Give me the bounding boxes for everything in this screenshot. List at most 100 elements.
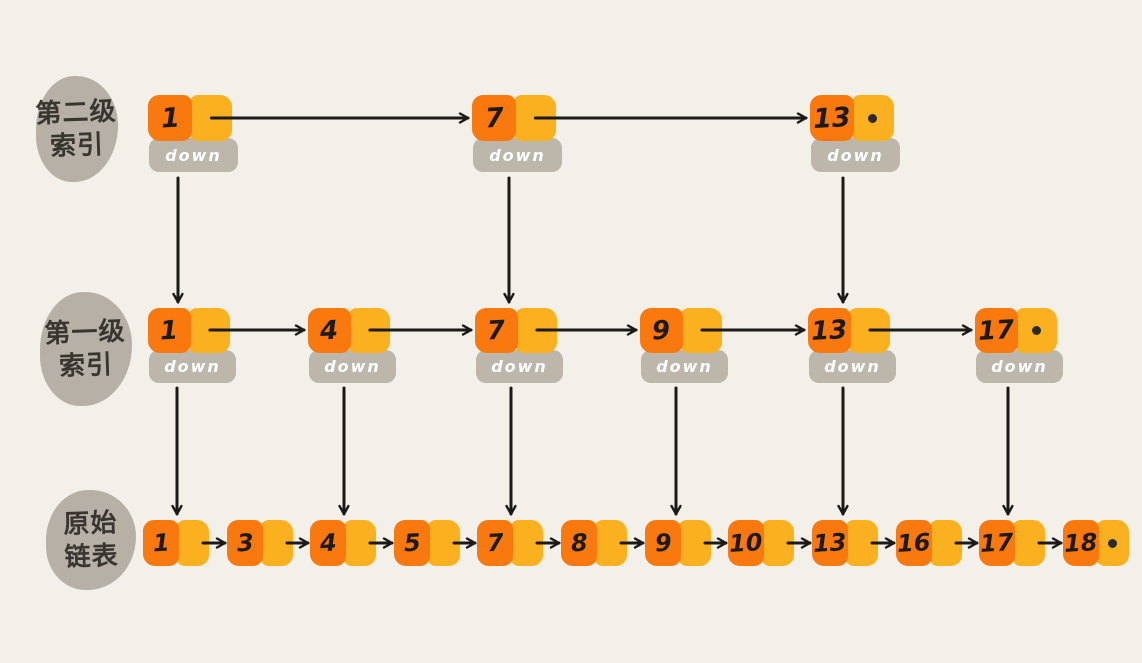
node-value-cell: 17 bbox=[975, 308, 1018, 353]
node-value: 7 bbox=[483, 102, 505, 134]
down-pointer-label: down bbox=[165, 145, 222, 165]
list-node: 8 bbox=[561, 520, 630, 566]
node-pointer-cell bbox=[510, 520, 543, 566]
node-value-cell: 16 bbox=[896, 520, 932, 566]
node-value-cell: 1 bbox=[148, 308, 191, 353]
node-pointer-cell bbox=[189, 95, 232, 141]
list-node: 4 bbox=[310, 520, 379, 566]
node-pointer-cell bbox=[513, 95, 556, 141]
node-pointer-cell bbox=[1096, 520, 1129, 566]
down-pointer-label: down bbox=[324, 357, 381, 376]
null-pointer-dot bbox=[1108, 538, 1117, 548]
node-value: 8 bbox=[569, 528, 589, 558]
down-pointer-box: down bbox=[309, 350, 396, 383]
list-node: 13 bbox=[812, 520, 881, 566]
node-value: 17 bbox=[977, 314, 1016, 347]
list-node: 18 bbox=[1063, 520, 1132, 566]
node-value: 7 bbox=[485, 528, 505, 558]
node-pointer-cell bbox=[427, 520, 460, 566]
node-value: 4 bbox=[318, 528, 338, 558]
down-pointer-label: down bbox=[827, 145, 884, 165]
node-value: 5 bbox=[402, 528, 422, 558]
node-value-cell: 10 bbox=[728, 520, 764, 566]
node-pointer-cell bbox=[343, 520, 376, 566]
node-value-cell: 4 bbox=[308, 308, 351, 353]
list-node: 13 bbox=[810, 95, 897, 141]
list-node: 1 bbox=[148, 308, 233, 353]
node-value-cell: 7 bbox=[477, 520, 513, 566]
list-node: 13 bbox=[808, 308, 893, 353]
list-node: 7 bbox=[472, 95, 559, 141]
row-label-text: 第一级 索引 bbox=[44, 316, 127, 381]
node-pointer-cell bbox=[348, 308, 390, 353]
node-value: 13 bbox=[812, 528, 848, 558]
node-value: 7 bbox=[486, 315, 507, 346]
node-pointer-cell bbox=[188, 308, 230, 353]
list-node: 7 bbox=[475, 308, 560, 353]
node-value-cell: 13 bbox=[810, 95, 854, 141]
list-node: 1 bbox=[148, 95, 235, 141]
node-value-cell: 9 bbox=[640, 308, 683, 353]
down-pointer-box: down bbox=[473, 138, 562, 172]
node-pointer-cell bbox=[678, 520, 711, 566]
node-value: 10 bbox=[728, 528, 764, 558]
list-node: 1 bbox=[143, 520, 212, 566]
down-pointer-label: down bbox=[824, 357, 881, 376]
node-pointer-cell bbox=[845, 520, 878, 566]
list-node: 16 bbox=[896, 520, 965, 566]
node-value-cell: 7 bbox=[475, 308, 518, 353]
down-pointer-box: down bbox=[149, 350, 236, 383]
node-value-cell: 1 bbox=[143, 520, 179, 566]
list-node: 3 bbox=[227, 520, 296, 566]
node-value: 3 bbox=[235, 528, 255, 558]
list-node: 4 bbox=[308, 308, 393, 353]
list-node: 5 bbox=[394, 520, 463, 566]
row-label-text: 原始 链表 bbox=[62, 507, 120, 572]
node-value-cell: 13 bbox=[808, 308, 851, 353]
down-pointer-label: down bbox=[489, 145, 546, 165]
node-pointer-cell bbox=[1012, 520, 1045, 566]
node-pointer-cell bbox=[851, 95, 894, 141]
node-value-cell: 1 bbox=[148, 95, 192, 141]
list-node: 7 bbox=[477, 520, 546, 566]
node-value: 13 bbox=[812, 101, 852, 135]
down-pointer-box: down bbox=[976, 350, 1063, 383]
list-node: 17 bbox=[979, 520, 1048, 566]
down-pointer-box: down bbox=[149, 138, 238, 172]
node-value-cell: 9 bbox=[645, 520, 681, 566]
node-pointer-cell bbox=[680, 308, 722, 353]
node-pointer-cell bbox=[929, 520, 962, 566]
list-node: 9 bbox=[640, 308, 725, 353]
down-pointer-box: down bbox=[811, 138, 900, 172]
down-pointer-box: down bbox=[809, 350, 896, 383]
node-pointer-cell bbox=[515, 308, 557, 353]
node-value: 18 bbox=[1063, 528, 1099, 558]
null-pointer-dot bbox=[868, 113, 877, 123]
node-value: 16 bbox=[896, 528, 932, 558]
row-label-original-linked-list: 原始 链表 bbox=[46, 490, 136, 590]
row-label-text: 第二级 索引 bbox=[35, 96, 118, 161]
node-value: 9 bbox=[651, 315, 672, 346]
list-node: 9 bbox=[645, 520, 714, 566]
node-value-cell: 8 bbox=[561, 520, 597, 566]
node-value-cell: 3 bbox=[227, 520, 263, 566]
row-label-second-level-index: 第二级 索引 bbox=[35, 76, 118, 182]
list-node: 10 bbox=[728, 520, 797, 566]
node-value: 1 bbox=[159, 315, 180, 346]
down-pointer-label: down bbox=[656, 357, 713, 376]
node-value: 17 bbox=[979, 528, 1015, 558]
node-pointer-cell bbox=[260, 520, 293, 566]
node-value: 4 bbox=[319, 315, 340, 346]
node-value: 13 bbox=[810, 314, 849, 347]
null-pointer-dot bbox=[1031, 326, 1041, 335]
node-value-cell: 7 bbox=[472, 95, 516, 141]
node-value-cell: 17 bbox=[979, 520, 1015, 566]
node-pointer-cell bbox=[1015, 308, 1057, 353]
node-value: 1 bbox=[151, 528, 171, 558]
list-node: 17 bbox=[975, 308, 1060, 353]
down-pointer-label: down bbox=[491, 357, 548, 376]
node-pointer-cell bbox=[176, 520, 209, 566]
node-value-cell: 18 bbox=[1063, 520, 1099, 566]
down-pointer-box: down bbox=[476, 350, 563, 383]
